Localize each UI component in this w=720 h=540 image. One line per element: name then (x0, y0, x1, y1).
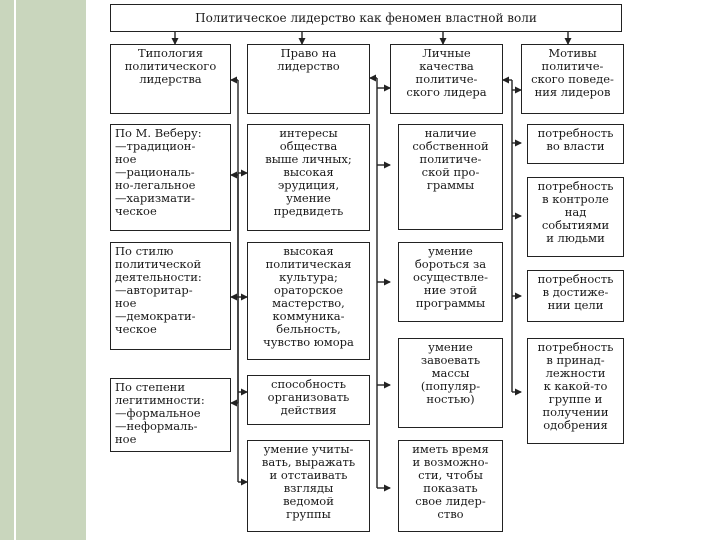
col4-header: Мотивы политиче- ского поведе- ния лидер… (521, 44, 624, 114)
col4-item-belonging: потребность в принад- лежности к какой-т… (527, 338, 624, 444)
diagram-title: Политическое лидерство как феномен власт… (110, 4, 622, 32)
col4-item-control: потребность в контроле над событиями и л… (527, 177, 624, 257)
col4-item-power: потребность во власти (527, 124, 624, 164)
col2-header: Право на лидерство (247, 44, 370, 114)
col2-item-represent: умение учиты- вать, выражать и отстаиват… (247, 440, 370, 532)
col3-item-time: иметь время и возможно- сти, чтобы показ… (398, 440, 503, 532)
col3-item-fight: умение бороться за осуществле- ние этой … (398, 242, 503, 322)
col2-item-interests: интересы общества выше личных; высокая э… (247, 124, 370, 231)
col1-header: Типология политического лидерства (110, 44, 231, 114)
col2-item-culture: высокая политическая культура; ораторско… (247, 242, 370, 360)
col3-item-masses: умение завоевать массы (популяр- ностью) (398, 338, 503, 428)
col4-item-goal: потребность в достиже- нии цели (527, 270, 624, 322)
col1-item-style: По стилю политической деятельности: —авт… (110, 242, 231, 350)
col3-header: Личные качества политиче- ского лидера (390, 44, 503, 114)
col3-item-program: наличие собственной политиче- ской про- … (398, 124, 503, 230)
col2-item-organize: способность организовать действия (247, 375, 370, 425)
col1-item-legitimacy: По степени легитимности: —формальное —не… (110, 378, 231, 452)
side-panel-stripe (14, 0, 16, 540)
col1-item-weber: По М. Веберу: —традицион- ное —рациональ… (110, 124, 231, 231)
